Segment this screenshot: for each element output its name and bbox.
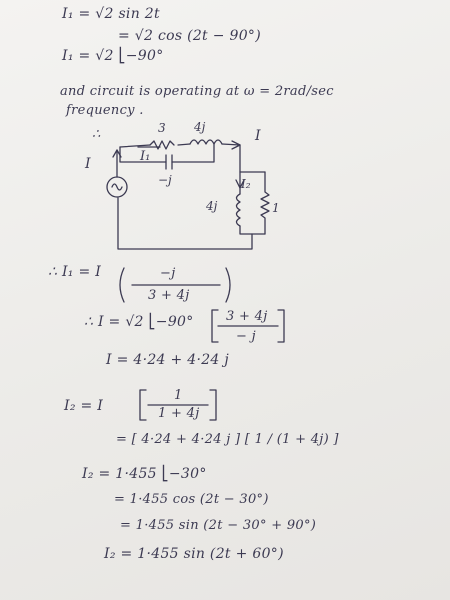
eq-i1-phasor: I₁ = √2 ⎣−90°: [62, 48, 164, 64]
therefore-symbol: ∴: [92, 127, 101, 142]
right-branch-resistor: [260, 171, 270, 235]
eq-i2-final: I₂ = 1·455 sin (2t + 60°): [104, 546, 284, 562]
text-operating-frequency: and circuit is operating at ω = 2rad/sec: [60, 84, 334, 99]
label-i-left: I: [84, 156, 91, 172]
arrow-i-left: [112, 149, 122, 158]
eq-i-lhs: ∴ I = √2 ⎣−90°: [84, 314, 194, 330]
top-resistor: [149, 140, 175, 150]
label-r-right: 1: [272, 201, 280, 215]
eq-i-num: 3 + 4j: [226, 309, 268, 324]
label-i-right: I: [254, 128, 261, 144]
eq-i2-sin: = 1·455 sin (2t − 30° + 90°): [120, 518, 317, 533]
eq-i2-den: 1 + 4j: [158, 406, 200, 421]
label-l-top: 4j: [193, 120, 206, 134]
eq-i2-cos: = 1·455 cos (2t − 30°): [114, 492, 269, 507]
eq-i1-ratio-lhs: ∴ I₁ = I: [48, 264, 102, 280]
eq-i2-phasor: I₂ = 1·455 ⎣−30°: [82, 466, 207, 482]
label-l-left: 4j: [205, 199, 218, 213]
left-branch-inductor: [235, 193, 241, 227]
eq-i1-sin: I₁ = √2 sin 2t: [62, 6, 160, 22]
eq-i2-lhs: I₂ = I: [64, 398, 104, 414]
eq-i-result: I = 4·24 + 4·24 j: [106, 352, 230, 368]
eq-i2-product: = [ 4·24 + 4·24 j ] [ 1 / (1 + 4j) ]: [116, 432, 339, 447]
eq-i2-num: 1: [174, 388, 183, 403]
eq-i1-cos: = √2 cos (2t − 90°): [118, 28, 261, 44]
eq-i1-ratio-num: −j: [160, 266, 176, 281]
label-i1: I₁: [139, 149, 150, 164]
top-inductor: [189, 139, 223, 145]
label-i2: I₂: [240, 177, 251, 191]
text-frequency: frequency .: [66, 103, 144, 118]
label-cap: −j: [158, 173, 172, 187]
arrow-i2: [235, 179, 245, 189]
label-r-top: 3: [158, 121, 166, 135]
eq-i1-ratio-den: 3 + 4j: [148, 288, 190, 303]
eq-i-den: − j: [236, 329, 256, 344]
